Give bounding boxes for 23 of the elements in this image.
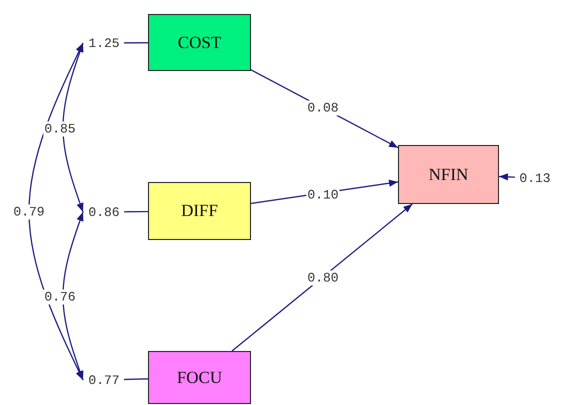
edge-label: 0.80 [306,270,340,286]
variance-value: 0.86 [88,204,120,220]
variance-value: 1.25 [88,36,120,50]
variable-name: COST [178,32,222,52]
variable-box [148,351,251,404]
variable-box [148,14,251,71]
connector-line [124,378,148,380]
variance-value: 0.13 [519,170,551,186]
edge-label: 0.76 [43,290,77,304]
variance-value: 0.77 [88,372,120,388]
edge-label: 0.85 [43,122,77,136]
variable-name: NFIN [428,164,468,184]
connector-line [124,42,148,44]
variable-box [148,182,251,240]
connector-line [124,210,148,212]
edge-label: 0.79 [12,204,46,220]
path-arrow [498,173,516,180]
path-arrow [232,204,413,352]
variable-name: FOCU [176,368,222,388]
variable-name: DIFF [181,201,218,221]
variable-box [398,145,499,204]
edge-label: 0.08 [306,100,340,116]
covariance-arrow [28,42,84,380]
